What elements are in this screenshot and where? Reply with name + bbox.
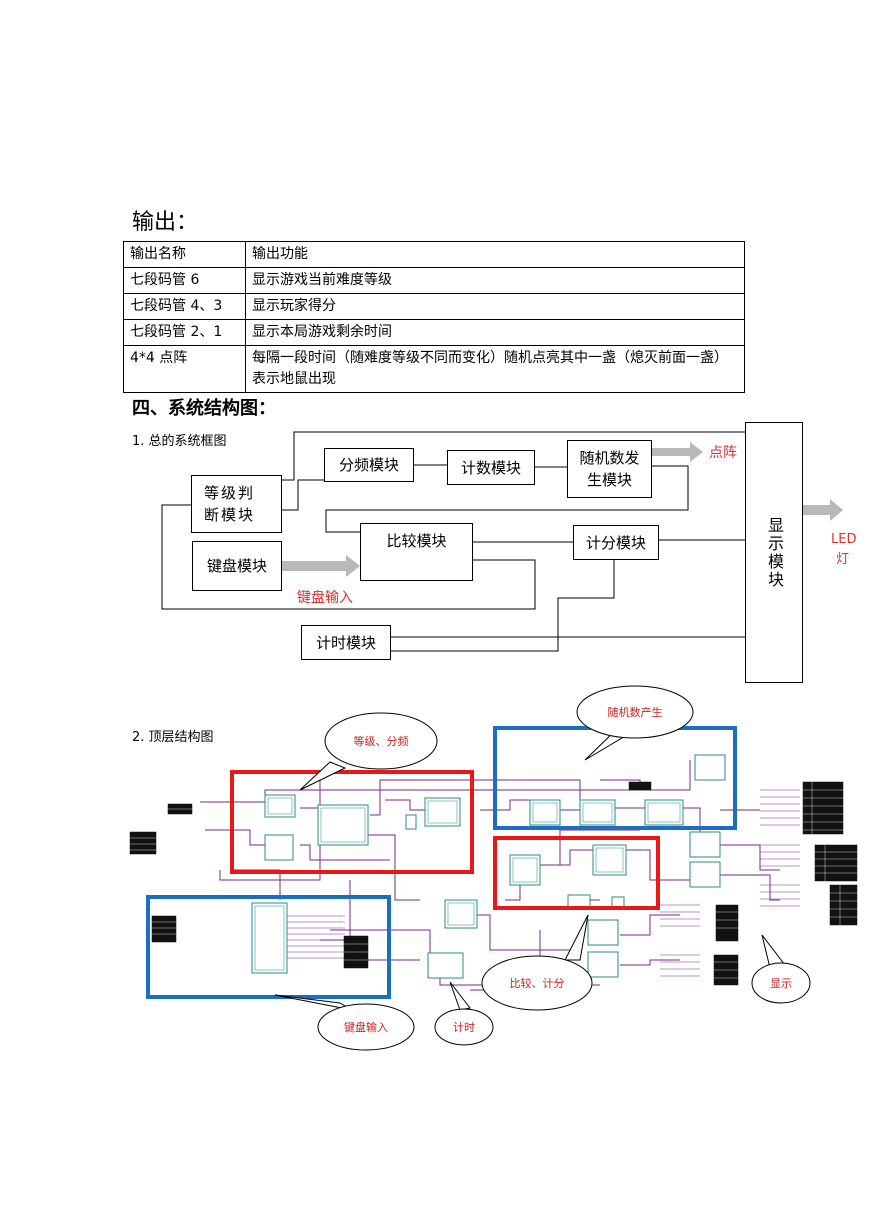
counter-module: 计数模块 [447, 450, 535, 485]
score-module: 计分模块 [573, 525, 659, 560]
table-row: 4*4 点阵 每隔一段时间（随难度等级不同而变化）随机点亮其中一盏（熄灭前面一盏… [123, 345, 745, 393]
timer-module: 计时模块 [301, 625, 391, 660]
table-cell: 七段码管 2、1 [123, 319, 246, 346]
led-label-line2: 灯 [836, 552, 850, 567]
table-cell: 七段码管 4、3 [123, 293, 246, 320]
callout-level-div: 等级、分频 [354, 734, 409, 748]
table-row: 输出名称 输出功能 [123, 241, 745, 268]
divider-module: 分频模块 [324, 448, 414, 482]
table-cell: 4*4 点阵 [123, 345, 246, 393]
callout-random: 随机数产生 [608, 705, 663, 719]
table-row: 七段码管 4、3 显示玩家得分 [123, 293, 745, 320]
callout-key-input: 键盘输入 [344, 1020, 388, 1034]
random-module: 随机数发生模块 [567, 440, 652, 498]
block-diagram-wires [161, 431, 843, 652]
table-row: 七段码管 2、1 显示本局游戏剩余时间 [123, 319, 745, 346]
output-table: 输出名称 输出功能 七段码管 6 显示游戏当前难度等级 七段码管 4、3 显示玩… [123, 241, 745, 393]
callout-display: 显示 [770, 977, 792, 990]
table-cell: 显示玩家得分 [245, 293, 745, 320]
output-heading: 输出： [132, 210, 199, 235]
keyboard-module: 键盘模块 [192, 541, 282, 591]
callout-timer: 计时 [453, 1021, 475, 1034]
dot-matrix-label: 点阵 [709, 445, 737, 461]
level-module: 等级判断模块 [191, 475, 282, 533]
display-module: 显示模块 [745, 422, 803, 683]
callout-compare-score: 比较、计分 [510, 976, 565, 990]
top-diagram-caption: 2. 顶层结构图 [132, 730, 214, 745]
section-heading: 四、系统结构图： [132, 398, 276, 419]
table-header-cell: 输出名称 [123, 241, 246, 268]
table-cell: 七段码管 6 [123, 267, 246, 294]
compare-module: 比较模块 [360, 523, 473, 581]
led-label: LED 灯 [831, 530, 856, 570]
led-label-line1: LED [831, 532, 857, 547]
block-diagram-caption: 1. 总的系统框图 [132, 434, 227, 449]
table-cell: 每隔一段时间（随难度等级不同而变化）随机点亮其中一盏（熄灭前面一盏）表示地鼠出现 [245, 345, 745, 393]
key-input-label: 键盘输入 [297, 590, 353, 606]
